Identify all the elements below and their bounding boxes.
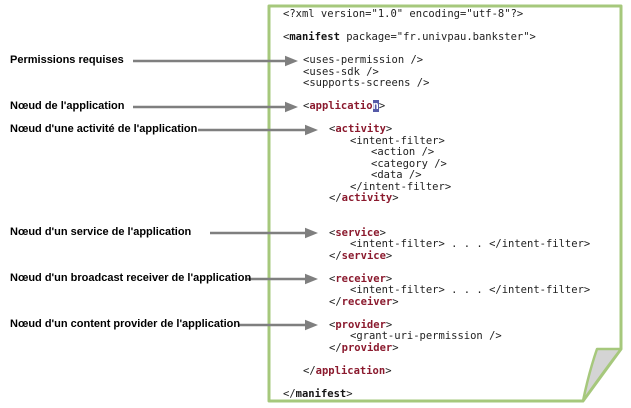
label-provider-node: Nœud d'un content provider de l'applicat… [10, 318, 241, 330]
code-line: <data /> [371, 169, 422, 181]
arrow-provider [238, 319, 318, 331]
code-line: </application> [303, 364, 392, 377]
code-line [283, 205, 590, 217]
arrow-permissions [133, 55, 298, 67]
label-application-node: Nœud de l'application [10, 100, 125, 112]
code-line: <intent-filter> . . . </intent-filter> [350, 284, 591, 296]
page-fold-corner [581, 347, 623, 403]
code-line: <application> [303, 100, 386, 112]
code-line: <?xml version="1.0" encoding="utf-8"?> [283, 8, 524, 20]
code-line: <intent-filter> . . . </intent-filter> [350, 238, 591, 250]
code-line: <service> [329, 226, 386, 239]
code-line: </intent-filter> [350, 180, 452, 193]
code-line: <category /> [371, 157, 447, 170]
code-line: <intent-filter> [350, 134, 445, 147]
arrow-receiver [247, 273, 318, 285]
code-line: <uses-sdk /> [303, 65, 379, 78]
label-permissions: Permissions requises [10, 54, 124, 66]
code-line: </activity> [329, 192, 399, 204]
code-line: <action /> [371, 146, 435, 158]
label-service-node: Nœud d'un service de l'application [10, 226, 192, 238]
arrow-application [133, 101, 298, 113]
xml-code: <?xml version="1.0" encoding="utf-8"?> <… [283, 8, 591, 400]
label-receiver-node: Nœud d'un broadcast receiver de l'applic… [10, 272, 252, 284]
code-line: <provider> [329, 318, 393, 331]
code-line: <activity> [329, 123, 393, 135]
arrow-activity [198, 124, 318, 136]
code-line: <manifest package="fr.univpau.bankster"> [283, 31, 536, 43]
arrow-service [210, 227, 318, 239]
code-line: <uses-permission /> [303, 54, 424, 66]
code-line: <receiver> [329, 272, 393, 285]
code-line: </receiver> [329, 295, 399, 308]
label-activity-node: Nœud d'une activité de l'application [10, 123, 198, 135]
code-line: <supports-screens /> [303, 77, 430, 89]
code-line: </provider> [329, 341, 399, 354]
code-line: </manifest> [283, 387, 353, 400]
code-line: </service> [329, 249, 393, 262]
code-line: <grant-uri-permission /> [350, 330, 502, 342]
